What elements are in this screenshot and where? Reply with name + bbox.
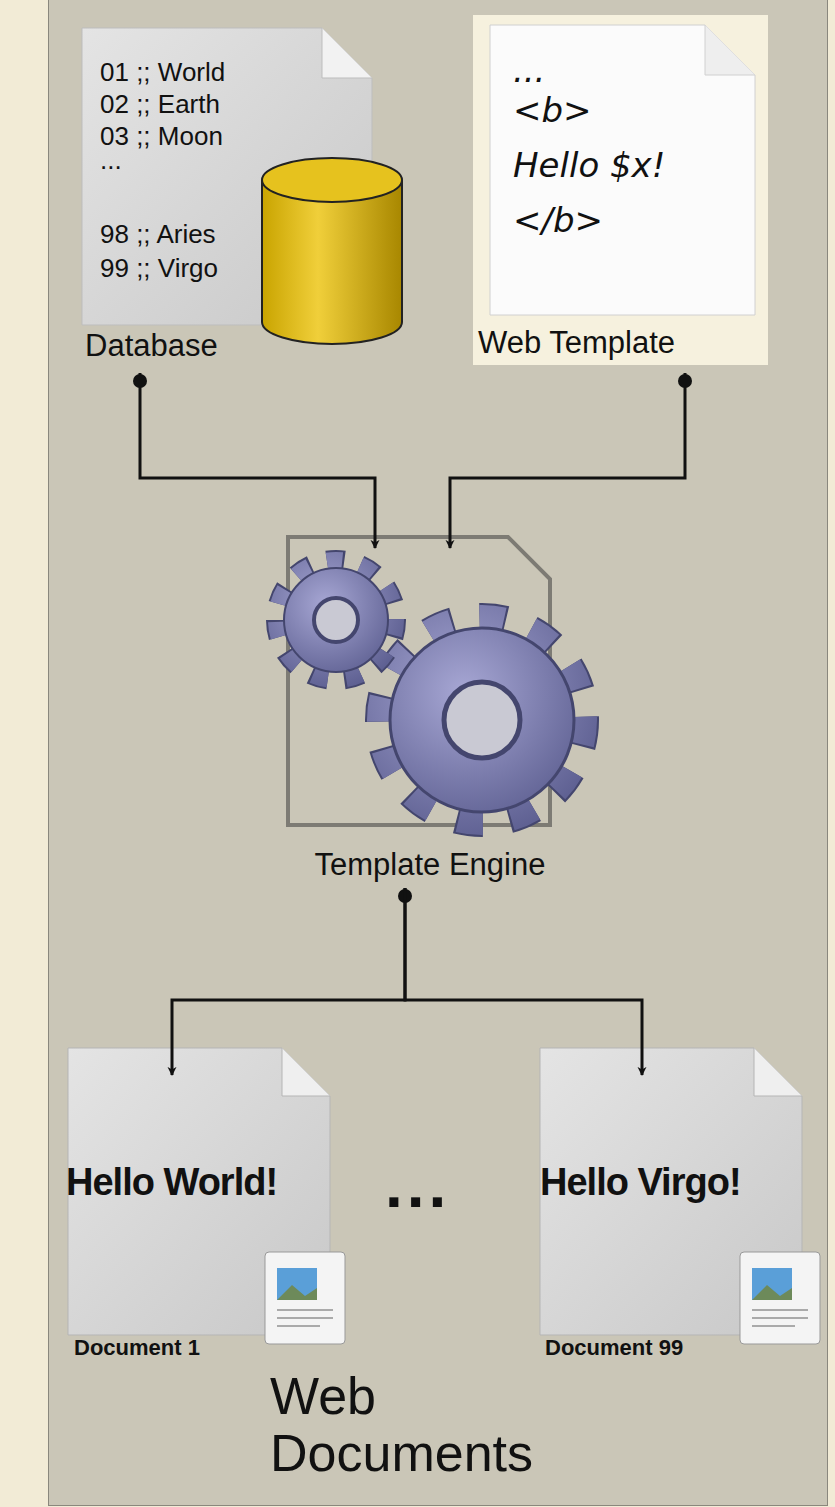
group-title: Web Documents [270,1368,650,1482]
template-code: </b> [513,200,603,240]
db-row: 99 ;; Virgo [100,253,218,284]
ellipsis: ... [385,1150,495,1220]
flow-arrow [405,888,642,1075]
db-row: 01 ;; World [100,57,225,88]
db-row: 98 ;; Aries [100,219,216,250]
template-code: ... [513,50,545,90]
node-label: Template Engine [260,847,600,883]
template-node: ...<b> Hello $x! </b> Web Template [473,15,768,373]
database-node: 01 ;; World02 ;; Earth03 ;; Moon...98 ;;… [80,28,410,373]
template-code: Hello $x! [513,145,665,185]
flow-arrow [140,373,375,548]
document-node: Hello Virgo! Document 99 [535,1075,825,1375]
document-text: Hello World! [66,1161,277,1204]
document-label: Document 1 [74,1335,200,1361]
connector-dot [678,374,692,388]
connector-dot [133,374,147,388]
db-row: 02 ;; Earth [100,89,220,120]
flow-arrow [450,373,685,548]
document-text: Hello Virgo! [540,1161,741,1204]
template-code: <b> [513,90,592,130]
node-label: Database [85,328,218,364]
document-label: Document 99 [545,1335,683,1361]
engine-node: Template Engine [260,548,600,888]
document-node: Hello World! Document 1 [62,1075,352,1375]
node-label: Web Template [478,325,675,361]
flow-arrow [172,888,405,1075]
db-row: ... [100,145,122,176]
